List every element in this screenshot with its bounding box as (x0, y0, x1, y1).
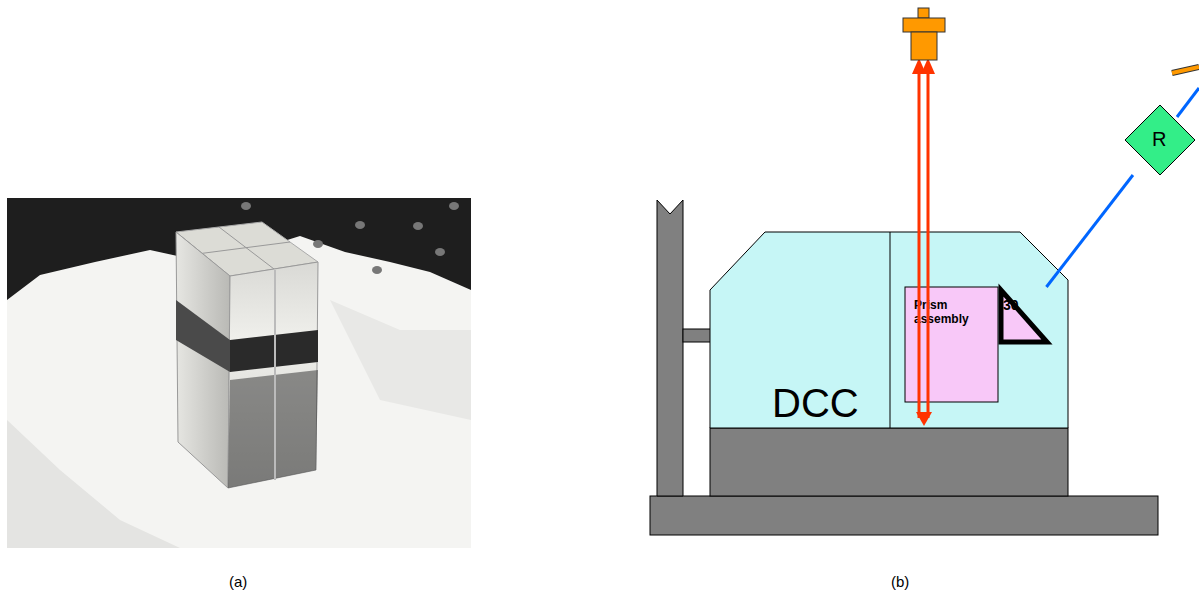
chamber-divider (890, 232, 891, 428)
light-beam (1046, 175, 1133, 287)
panel-label: (b) (891, 573, 909, 590)
cube-edge (197, 242, 290, 254)
arrow-head (912, 58, 926, 74)
prism-30: 30 (998, 287, 1050, 345)
screw-hole (372, 266, 382, 274)
tissue-fold (7, 420, 180, 548)
screw-hole (413, 222, 423, 230)
autocollimator-head (903, 18, 945, 32)
screw-hole (435, 248, 445, 256)
prism-assembly: Prism assembly (905, 287, 998, 402)
arrow-head (916, 412, 932, 426)
connector-layer (1046, 175, 1133, 287)
base-plate (650, 496, 1158, 535)
screw-hole (355, 221, 365, 229)
cube-right-face (228, 262, 318, 488)
screw-hole (313, 240, 323, 248)
beam-extension (1177, 88, 1199, 117)
chamber-outline (710, 232, 1068, 428)
stage-base (710, 428, 1068, 496)
support-post (657, 200, 683, 496)
prism-triangle (1001, 290, 1047, 342)
tissue-fold (330, 300, 471, 420)
mirror-edge (1172, 67, 1199, 73)
node-label: Prism assembly (914, 299, 976, 327)
laser-beam (918, 70, 921, 418)
cube-dark-band (176, 300, 230, 372)
panel-label: (a) (229, 573, 247, 590)
node-label: DCC (772, 380, 892, 426)
node-label: 30 (1003, 297, 1033, 313)
dcc-chamber: DCC Prism assembly 30 (710, 232, 1068, 428)
mirror (1172, 67, 1199, 73)
reflector-r: R (1125, 105, 1195, 175)
reflector-diamond (1125, 105, 1195, 175)
autocollimator-cap (918, 8, 929, 18)
screw-hole (241, 202, 251, 210)
cube-edge (274, 270, 276, 480)
node-outline (998, 287, 1050, 345)
screw-hole (449, 202, 459, 210)
cube-shadow (228, 370, 318, 488)
laser-beam (927, 70, 930, 418)
assembly-box (905, 287, 998, 402)
node-label: R (1152, 128, 1172, 151)
cube-left-face (176, 232, 230, 488)
autocollimator-body (911, 32, 937, 60)
tissue-paper (7, 236, 471, 548)
arrow-head (921, 58, 935, 74)
photo-background (7, 198, 471, 548)
